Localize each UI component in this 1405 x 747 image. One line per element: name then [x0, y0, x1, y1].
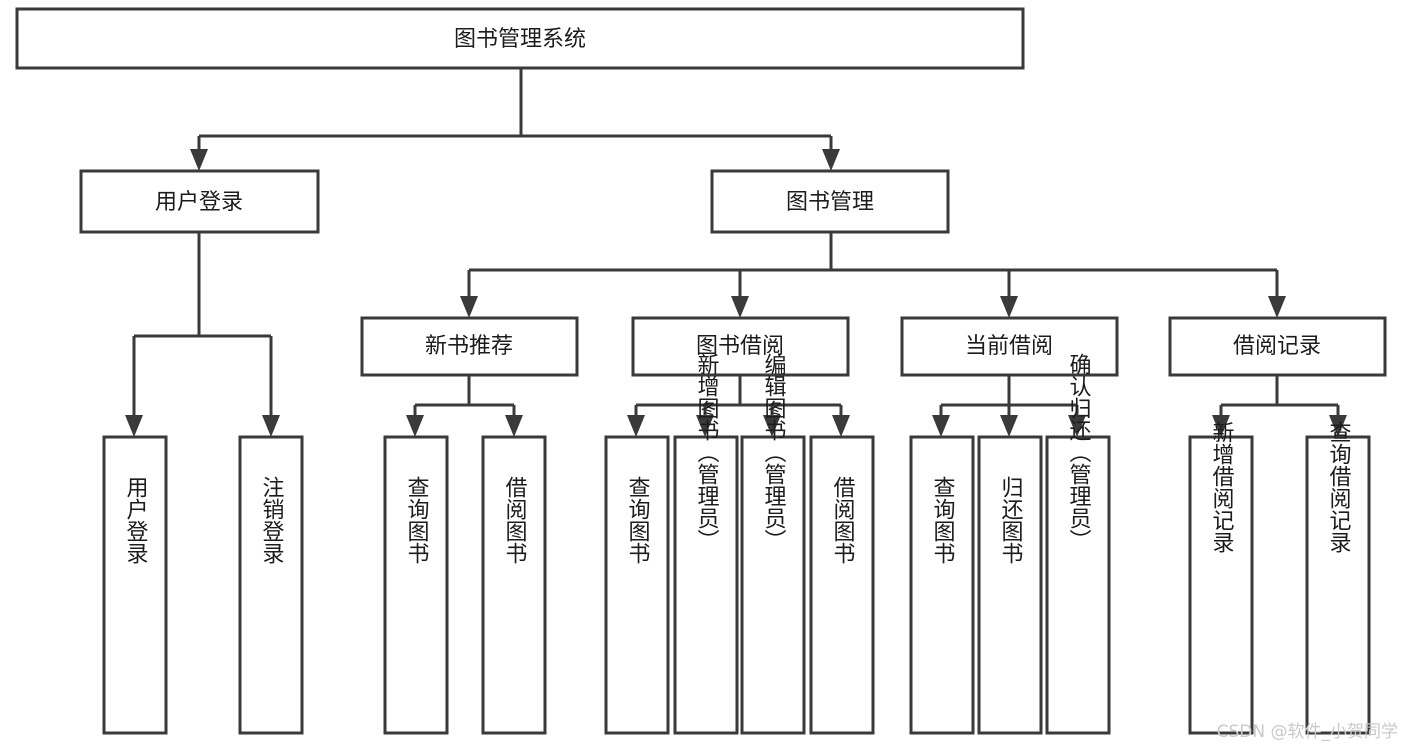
arrow-icon-root-to-book-mgmt: [822, 149, 840, 171]
arrow-icon-new-book-leaf-1: [505, 415, 523, 437]
node-label-current-borrow: 当前借阅: [965, 334, 1053, 359]
node-label-new-book-recommendation: 新书推荐: [425, 334, 513, 359]
leaf-node-record-query[interactable]: 查询借阅记录: [1305, 421, 1371, 735]
leaf-label-current-query-book: 查询图书: [930, 476, 956, 564]
leaf-node-borrow-edit-book-admin[interactable]: 编辑图书（管理员）: [740, 353, 806, 735]
leaf-label-record-add: 新增借阅记录: [1209, 421, 1235, 553]
node-box[interactable]: [102, 435, 168, 735]
arrow-icon-current-borrow-leaf-1: [1000, 415, 1018, 437]
arrow-icon-book-mgmt-child-2: [1000, 296, 1018, 318]
leaf-node-new-book-borrow[interactable]: 借阅图书: [481, 435, 547, 735]
node-label-borrow-record: 借阅记录: [1233, 334, 1321, 359]
leaf-label-borrow-borrow-book: 借阅图书: [830, 476, 856, 564]
leaf-label-new-book-query: 查询图书: [404, 476, 430, 564]
node-box[interactable]: [481, 435, 547, 735]
arrow-icon-book-mgmt-child-0: [460, 296, 478, 318]
node-box[interactable]: [1168, 316, 1387, 377]
leaf-node-user-login-signin[interactable]: 用户登录: [102, 435, 168, 735]
leaf-label-user-login-signout: 注销登录: [259, 476, 285, 564]
node-box[interactable]: [977, 435, 1043, 735]
arrow-icon-new-book-leaf-0: [406, 415, 424, 437]
node-label-root: 图书管理系统: [454, 27, 586, 52]
leaf-label-current-return-book: 归还图书: [998, 476, 1024, 564]
node-box[interactable]: [673, 435, 739, 735]
leaf-node-borrow-query-book[interactable]: 查询图书: [604, 435, 670, 735]
node-box[interactable]: [15, 7, 1025, 70]
arrow-icon-borrow-leaf-3: [832, 415, 850, 437]
node-box[interactable]: [631, 316, 850, 377]
node-box[interactable]: [79, 169, 320, 234]
node-user-login[interactable]: 用户登录: [79, 169, 320, 234]
arrow-icon-root-to-user-login: [190, 149, 208, 171]
node-box[interactable]: [909, 435, 975, 735]
node-box[interactable]: [1045, 435, 1111, 735]
node-box[interactable]: [1188, 435, 1254, 735]
arrow-icon-user-login-leaf-0: [125, 415, 143, 437]
leaf-node-current-query-book[interactable]: 查询图书: [909, 435, 975, 735]
node-current-borrow[interactable]: 当前借阅: [900, 316, 1119, 377]
arrow-icon-book-mgmt-child-3: [1268, 296, 1286, 318]
leaf-label-new-book-borrow: 借阅图书: [502, 476, 528, 564]
node-box[interactable]: [900, 316, 1119, 377]
node-box[interactable]: [360, 316, 579, 377]
node-box[interactable]: [238, 435, 304, 735]
arrow-icon-current-borrow-leaf-0: [932, 415, 950, 437]
leaf-node-borrow-add-book-admin[interactable]: 新增图书（管理员）: [673, 353, 739, 735]
node-box[interactable]: [809, 435, 875, 735]
leaf-label-borrow-add-book-admin: 新增图书（管理员）: [694, 353, 720, 551]
arrow-icon-borrow-leaf-0: [627, 415, 645, 437]
leaf-label-borrow-query-book: 查询图书: [625, 476, 651, 564]
node-book-management[interactable]: 图书管理: [710, 169, 950, 234]
node-root-book-management-system[interactable]: 图书管理系统: [15, 7, 1025, 70]
node-label-book-management: 图书管理: [786, 190, 874, 215]
node-box[interactable]: [740, 435, 806, 735]
csdn-watermark: CSDN @软件_小贺同学: [1217, 722, 1398, 742]
leaf-node-current-return-book[interactable]: 归还图书: [977, 435, 1043, 735]
node-book-borrow[interactable]: 图书借阅: [631, 316, 850, 377]
leaf-node-record-add[interactable]: 新增借阅记录: [1188, 421, 1254, 735]
leaf-node-borrow-borrow-book[interactable]: 借阅图书: [809, 435, 875, 735]
leaf-node-current-confirm-return-admin[interactable]: 确认归还（管理员）: [1045, 353, 1111, 735]
node-box[interactable]: [710, 169, 950, 234]
node-box[interactable]: [1305, 435, 1371, 735]
leaf-label-record-query: 查询借阅记录: [1326, 421, 1352, 553]
leaf-label-borrow-edit-book-admin: 编辑图书（管理员）: [761, 353, 787, 551]
arrow-icon-book-mgmt-child-1: [731, 296, 749, 318]
arrow-icon-user-login-leaf-1: [262, 415, 280, 437]
node-label-user-login: 用户登录: [155, 190, 243, 215]
connector-layer: [125, 68, 1347, 437]
node-box[interactable]: [383, 435, 449, 735]
node-borrow-record[interactable]: 借阅记录: [1168, 316, 1387, 377]
node-label-book-borrow: 图书借阅: [696, 334, 784, 359]
node-box[interactable]: [604, 435, 670, 735]
leaf-label-current-confirm-return-admin: 确认归还（管理员）: [1066, 353, 1092, 551]
leaf-label-user-login-signin: 用户登录: [123, 476, 149, 564]
leaf-node-user-login-signout[interactable]: 注销登录: [238, 435, 304, 735]
leaf-node-new-book-query[interactable]: 查询图书: [383, 435, 449, 735]
node-new-book-recommendation[interactable]: 新书推荐: [360, 316, 579, 377]
